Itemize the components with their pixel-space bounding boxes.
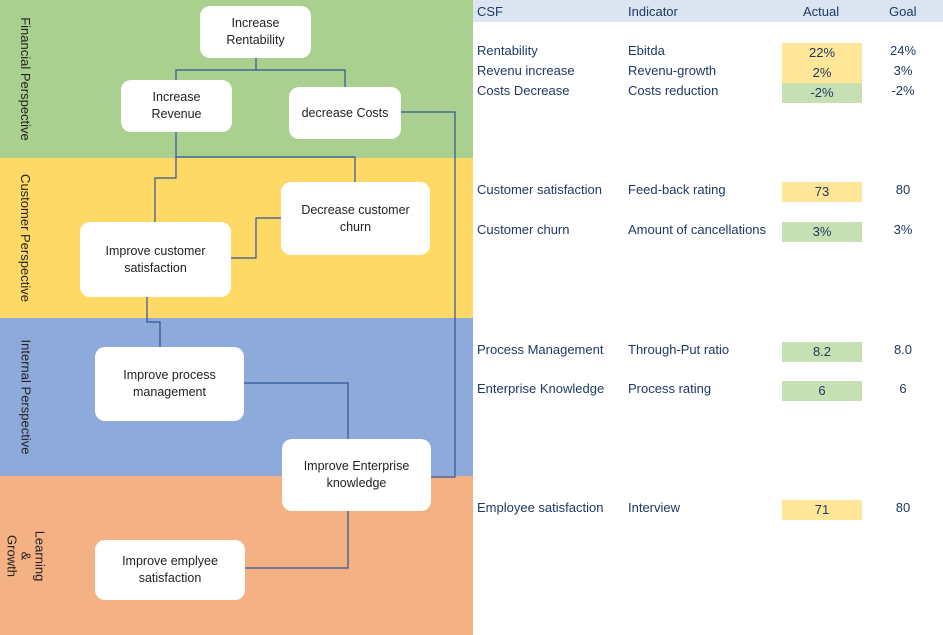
- goal-cell: 6: [899, 381, 907, 396]
- indicator-cell: Interview: [628, 500, 681, 515]
- csf-cell: Costs Decrease: [477, 83, 570, 98]
- csf-cell: Employee satisfaction: [477, 500, 604, 515]
- header-actual: Actual: [803, 4, 840, 19]
- indicator-cell: Ebitda: [628, 43, 665, 58]
- indicator-cell: Revenu-growth: [628, 63, 717, 78]
- header-csf: CSF: [477, 4, 503, 19]
- node-decrease-customer-churn: Decrease customer churn: [281, 182, 430, 255]
- actual-cell: 2%: [782, 63, 862, 83]
- table-row: Customer satisfaction Feed-back rating 73 8…: [473, 180, 943, 202]
- node-decrease-costs: decrease Costs: [289, 87, 401, 139]
- node-improve-process-management: Improve process management: [95, 347, 244, 421]
- csf-cell: Enterprise Knowledge: [477, 381, 605, 396]
- indicator-cell: Amount of cancellations: [628, 222, 767, 237]
- csf-cell: Rentability: [477, 43, 538, 58]
- goal-cell: 80: [895, 182, 911, 197]
- indicator-cell: Process rating: [628, 381, 712, 396]
- goal-cell: -2%: [891, 83, 915, 98]
- goal-cell: 8.0: [893, 342, 913, 357]
- goal-cell: 3%: [893, 63, 913, 78]
- header-indicator: Indicator: [628, 4, 678, 19]
- table-row: Costs Decrease Costs reduction -2% -2%: [473, 81, 943, 103]
- csf-cell: Process Management: [477, 342, 604, 357]
- table-row: Employee satisfaction Interview 71 80: [473, 498, 943, 520]
- actual-cell: 22%: [782, 43, 862, 63]
- indicator-cell: Feed-back rating: [628, 182, 726, 197]
- actual-cell: 8.2: [782, 342, 862, 362]
- goal-cell: 3%: [893, 222, 913, 237]
- csf-cell: Customer churn: [477, 222, 570, 237]
- actual-cell: 71: [782, 500, 862, 520]
- node-increase-rentability: Increase Rentability: [200, 6, 311, 58]
- actual-cell: 73: [782, 182, 862, 202]
- table-row: Revenu increase Revenu-growth 2% 3%: [473, 61, 943, 83]
- table-row: Rentability Ebitda 22% 24%: [473, 41, 943, 63]
- goal-cell: 24%: [889, 43, 917, 58]
- learning-growth-label: Learning & Growth: [4, 530, 48, 581]
- table-row: Process Management Through-Put ratio 8.2 8.…: [473, 340, 943, 362]
- indicator-cell: Through-Put ratio: [628, 342, 730, 357]
- actual-cell: 6: [782, 381, 862, 401]
- financial-perspective-label: Financial Perspective: [18, 17, 33, 141]
- internal-perspective-label: Internal Perspective: [18, 339, 33, 455]
- table-row: Customer churn Amount of cancellations 3% 3…: [473, 220, 943, 242]
- actual-cell: -2%: [782, 83, 862, 103]
- csf-cell: Revenu increase: [477, 63, 575, 78]
- node-increase-revenue: Increase Revenue: [121, 80, 232, 132]
- kpi-table-header: CSF Indicator Actual Goal: [473, 0, 943, 22]
- header-goal: Goal: [889, 4, 917, 19]
- goal-cell: 80: [895, 500, 911, 515]
- node-improve-enterprise-knowledge: Improve Enterprise knowledge: [282, 439, 431, 511]
- kpi-table-panel: [473, 0, 943, 635]
- customer-perspective-label: Customer Perspective: [18, 174, 34, 302]
- csf-cell: Customer satisfaction: [477, 182, 602, 197]
- indicator-cell: Costs reduction: [628, 83, 719, 98]
- table-row: Enterprise Knowledge Process rating 6 6: [473, 379, 943, 401]
- node-improve-employee-satisfaction: Improve emplyee satisfaction: [95, 540, 245, 600]
- node-improve-customer-satisfaction: Improve customer satisfaction: [80, 222, 231, 297]
- actual-cell: 3%: [782, 222, 862, 242]
